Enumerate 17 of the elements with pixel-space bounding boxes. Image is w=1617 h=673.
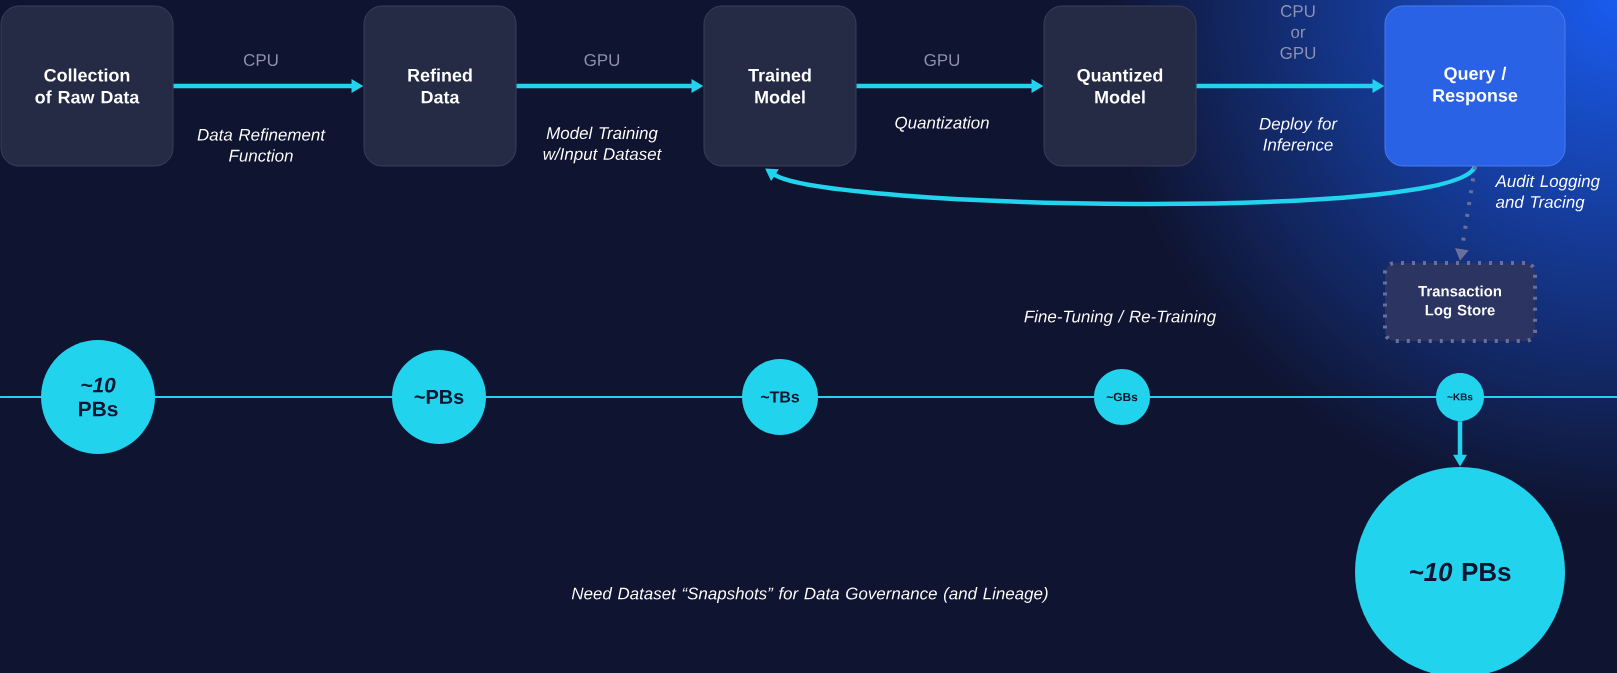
annotation-text: Fine-Tuning / Re-Training	[1024, 310, 1216, 326]
process-box: Query / Response	[1384, 5, 1566, 167]
edge-label: Audit Logging and Tracing	[1494, 174, 1600, 212]
store-box: Transaction Log Store	[1383, 261, 1537, 343]
process-box: Trained Model	[703, 5, 857, 167]
annotation-text: Model Training w/Input Dataset	[543, 126, 662, 164]
annotation-text: Data Refinement Function	[197, 128, 326, 162]
process-box: Quantized Model	[1043, 5, 1197, 167]
process-box: Collection of Raw Data	[0, 5, 174, 167]
edge-label: GPU	[584, 54, 620, 66]
edge-label: GPU	[924, 54, 960, 66]
edge-label: CPU	[244, 54, 278, 66]
edge-label: CPU or GPU	[1280, 5, 1316, 59]
process-box: Refined Data	[363, 5, 517, 167]
annotation-text: Need Dataset “Snapshots” for Data Governance (and Lineage)	[571, 587, 1048, 603]
annotation-text: Deploy for Inference	[1259, 117, 1338, 151]
annotation-text: Quantization	[895, 116, 989, 132]
